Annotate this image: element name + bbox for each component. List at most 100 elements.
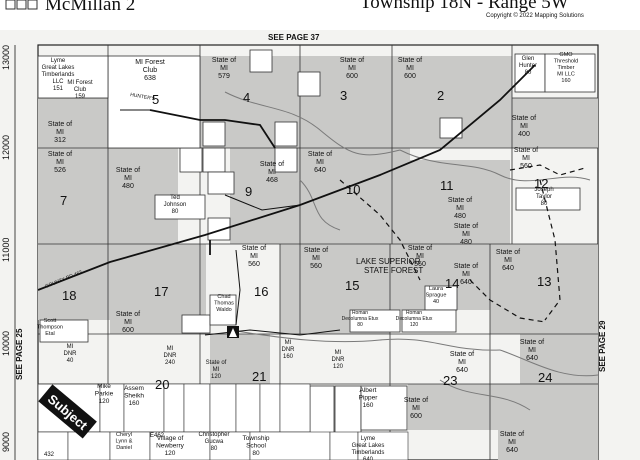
- section-numbers: 5 4 3 2 7 9 10 11 12 18 17 16 15 14 13 2…: [60, 88, 552, 392]
- parcel-owner-line: Assem: [124, 385, 144, 392]
- parcel-owner-line: 640: [363, 457, 374, 460]
- parcel-owner-line: State of: [454, 263, 478, 270]
- parcel-owner-line: MI: [522, 155, 530, 162]
- parcel-owner-line: State of: [450, 351, 474, 358]
- parcel-owner-line: 40: [67, 358, 74, 364]
- parcel-owner-line: MI: [528, 347, 536, 354]
- parcel-owner-line: MI: [462, 271, 470, 278]
- parcel-owner-line: 640: [456, 367, 468, 374]
- parcel-owner-line: State of: [304, 247, 328, 254]
- parcel-owner-line: State of: [408, 245, 432, 252]
- parcel-owner-line: State of: [512, 115, 536, 122]
- parcel-owner-line: MI: [458, 359, 466, 366]
- parcel-owner-line: Albert: [360, 387, 377, 394]
- parcel-owner-line: Mike: [97, 383, 111, 390]
- parcel-owner-line: Christopher: [198, 432, 229, 438]
- parcel-owner-line: 151: [53, 86, 64, 92]
- road-label: HUNTER'S: [130, 92, 156, 102]
- section-number: 20: [155, 377, 169, 392]
- grid-label: 13000: [1, 45, 11, 70]
- section-number: 14: [445, 276, 459, 291]
- parcel-owner-line: MI: [335, 350, 342, 356]
- parcel-owner-line: Pipper: [359, 395, 379, 402]
- parcel-owner-line: DNR: [282, 347, 296, 353]
- parcel-owner-line: MI: [316, 159, 324, 166]
- parcel-owner-line: 159: [75, 94, 86, 100]
- section-number: 11: [440, 178, 454, 193]
- parcel-owner-line: Hunter: [519, 63, 537, 69]
- parcel-owner-line: State of: [340, 57, 364, 64]
- streams: [224, 91, 599, 411]
- parcel-owner-line: MI: [456, 205, 464, 212]
- parcel-owner-line: Daniel: [116, 445, 132, 451]
- parcel-owner-line: Timberlands: [352, 450, 385, 456]
- parcel-owner-line: MI: [520, 123, 528, 130]
- parcel-owner-line: Taylor: [536, 194, 552, 200]
- parcel-owner-line: MI: [124, 175, 132, 182]
- section-number: 23: [443, 373, 457, 388]
- parcel-owner-line: 160: [129, 400, 140, 407]
- parcel-owner-line: 600: [122, 327, 134, 334]
- forest-label: STATE FOREST: [364, 266, 423, 275]
- section-number: 10: [346, 182, 360, 197]
- parcel-owner-line: Timberlands: [42, 72, 75, 78]
- parcel-owner-line: 120: [99, 398, 110, 405]
- parcel-owner-line: Joseph: [534, 187, 553, 193]
- campsite-icon: [227, 326, 239, 338]
- parcel-owner-line: 560: [414, 261, 426, 268]
- parcel-owner-line: MI: [56, 159, 64, 166]
- parcel-owner-line: MI: [406, 65, 414, 72]
- parcel-owner-line: Club: [143, 67, 158, 74]
- section-number: 9: [245, 184, 252, 199]
- section-number: 7: [60, 193, 67, 208]
- parcel-owner-line: 480: [460, 239, 472, 246]
- parcel-owner-line: MI: [412, 405, 420, 412]
- parcel-owner-line: State of: [500, 431, 524, 438]
- parcel-owner-line: Decolumna Etux: [342, 316, 379, 322]
- parcel-owner-line: 640: [314, 167, 326, 174]
- parcel-owner-line: Thomas: [214, 301, 234, 307]
- road-label: E462: [150, 433, 165, 439]
- parcel-owner-line: 80: [525, 70, 532, 76]
- section-number: 2: [437, 88, 444, 103]
- section-number: 17: [154, 284, 168, 299]
- parcel-owner-line: Timber: [558, 65, 575, 71]
- parcel-owner-line: Lynn &: [116, 439, 133, 445]
- parcel-owner-line: LLC: [52, 79, 64, 85]
- section-number: 24: [538, 370, 552, 385]
- grid-corner-box: [5, 0, 16, 10]
- parcel-owner-line: Sheikh: [124, 393, 144, 400]
- parcel-owner-line: 160: [561, 78, 570, 84]
- grid-label: 10000: [1, 331, 11, 356]
- parcel-owner-line: MI: [416, 253, 424, 260]
- parcel-owner-line: State of: [48, 121, 72, 128]
- section-number: 13: [537, 274, 551, 289]
- see-page-right: SEE PAGE 29: [598, 320, 607, 372]
- parcel-owner-line: 120: [333, 364, 344, 370]
- section-number: 12: [534, 176, 548, 191]
- parcel-owner-line: State of: [404, 397, 428, 404]
- road-label: 432: [44, 452, 55, 458]
- header-right-title: Township 18N - Range 5W: [360, 0, 569, 13]
- parcel-owner-line: State of: [398, 57, 422, 64]
- parcel-owner-line: State of: [308, 151, 332, 158]
